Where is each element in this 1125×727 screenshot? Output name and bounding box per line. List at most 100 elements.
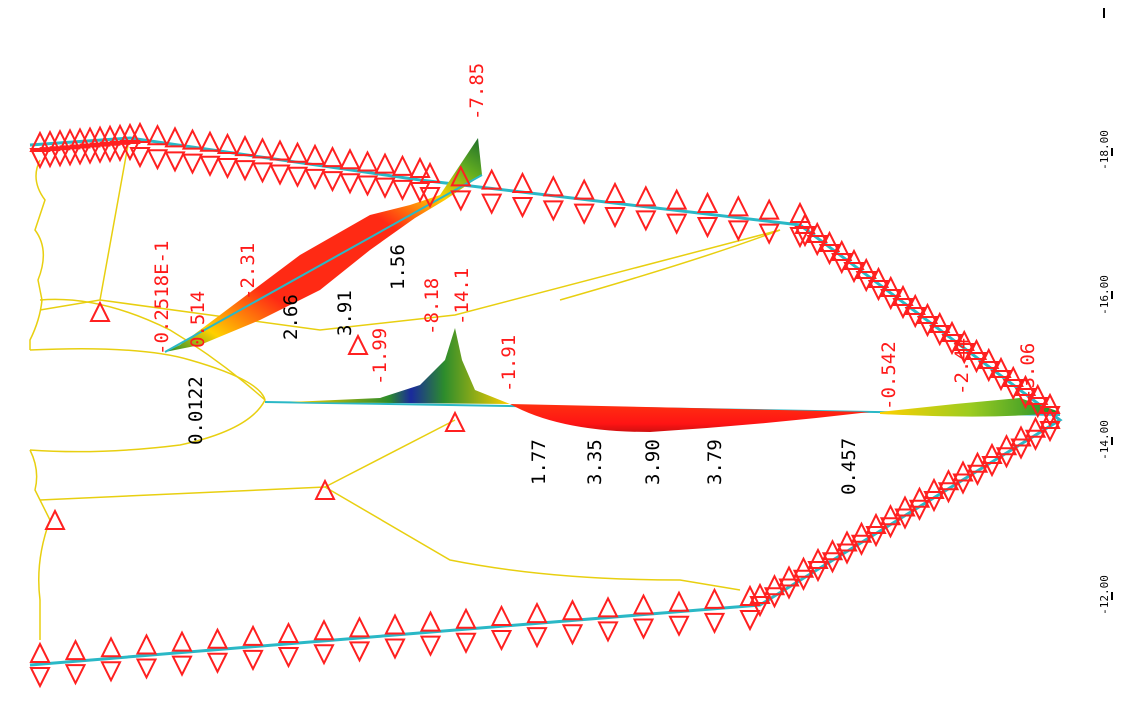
support-triangle bbox=[818, 230, 841, 252]
support-triangle bbox=[894, 508, 916, 530]
support-triangle bbox=[181, 128, 204, 150]
support-triangle bbox=[929, 311, 951, 333]
support-triangle bbox=[314, 478, 336, 500]
support-triangle bbox=[727, 220, 749, 242]
support-triangle bbox=[181, 153, 204, 175]
support-triangle bbox=[806, 221, 828, 243]
support-triangle bbox=[635, 210, 657, 232]
support-triangle bbox=[937, 469, 960, 491]
support-triangle bbox=[304, 143, 326, 165]
support-triangle bbox=[419, 187, 441, 209]
center-member bbox=[264, 328, 1061, 432]
support-triangle bbox=[892, 284, 914, 306]
support-triangle bbox=[384, 638, 406, 660]
support-triangle bbox=[666, 188, 688, 210]
support-triangle bbox=[923, 491, 945, 513]
support-triangle bbox=[1010, 438, 1032, 460]
support-triangle bbox=[1039, 407, 1061, 429]
support-triangle bbox=[807, 547, 829, 569]
support-triangle bbox=[526, 601, 548, 624]
support-triangle bbox=[836, 543, 858, 565]
support-triangle bbox=[632, 618, 655, 640]
moment-label: 0.457 bbox=[838, 438, 860, 495]
support-triangle bbox=[696, 217, 719, 239]
support-triangle bbox=[49, 146, 71, 168]
moment-label: -1.91 bbox=[498, 335, 520, 392]
support-triangle bbox=[251, 137, 274, 159]
support-triangle bbox=[29, 667, 51, 689]
support-triangle bbox=[216, 132, 239, 154]
support-triangle bbox=[758, 223, 780, 245]
support-triangle bbox=[199, 155, 221, 177]
support-triangle bbox=[865, 526, 887, 548]
support-triangle bbox=[164, 151, 186, 173]
support-triangle bbox=[234, 134, 256, 157]
support-triangle bbox=[1039, 421, 1061, 443]
support-triangle bbox=[374, 152, 396, 174]
support-triangle bbox=[481, 193, 503, 215]
support-triangle bbox=[146, 149, 169, 171]
axis-tick-label: -12.00 bbox=[1098, 575, 1111, 615]
support-triangle bbox=[990, 356, 1012, 378]
support-triangle bbox=[64, 664, 87, 686]
support-triangle bbox=[894, 495, 916, 517]
support-triangle bbox=[286, 141, 309, 163]
support-triangle bbox=[277, 647, 300, 669]
support-triangle bbox=[821, 552, 844, 574]
support-triangle bbox=[481, 168, 503, 190]
moment-label: -8.18 bbox=[421, 278, 443, 335]
support-triangle bbox=[843, 248, 865, 270]
support-triangle bbox=[879, 517, 902, 539]
support-triangle bbox=[668, 615, 690, 637]
support-triangle bbox=[450, 165, 472, 187]
support-triangle bbox=[455, 607, 477, 629]
support-triangle bbox=[100, 636, 122, 658]
moment-label: 1.77 bbox=[528, 439, 550, 485]
support-triangle bbox=[879, 504, 902, 526]
support-triangle bbox=[444, 410, 466, 432]
support-triangle bbox=[703, 612, 726, 635]
support-triangle bbox=[339, 148, 361, 170]
moment-label: -1.99 bbox=[369, 328, 391, 385]
support-triangle bbox=[937, 482, 960, 504]
support-triangle bbox=[542, 200, 564, 222]
axis-tick-label: -16.00 bbox=[1098, 275, 1111, 315]
support-symbols bbox=[29, 121, 1061, 689]
support-triangle bbox=[880, 275, 902, 297]
support-triangle bbox=[29, 148, 51, 170]
support-triangle bbox=[511, 171, 534, 193]
support-triangle bbox=[604, 207, 626, 229]
moment-label: -14.1 bbox=[451, 268, 473, 325]
support-triangle bbox=[347, 333, 369, 355]
support-triangle bbox=[64, 638, 87, 661]
support-triangle bbox=[952, 460, 974, 482]
support-triangle bbox=[850, 534, 873, 556]
support-triangle bbox=[995, 447, 1018, 469]
support-triangle bbox=[573, 203, 595, 225]
diagonal-labels: -0.2518E-1 0.514 -2.31 2.66 3.91 1.56 -7… bbox=[151, 63, 488, 445]
support-triangle bbox=[171, 655, 193, 677]
support-triangle bbox=[778, 578, 800, 600]
moment-label: 3.79 bbox=[704, 439, 726, 485]
support-triangle bbox=[129, 121, 151, 143]
support-triangle bbox=[635, 185, 657, 207]
support-triangle bbox=[923, 477, 945, 499]
axis-tick-label: -14.00 bbox=[1098, 420, 1111, 460]
support-triangle bbox=[269, 164, 291, 186]
moment-label: -0.2518E-1 bbox=[151, 241, 173, 355]
support-triangle bbox=[348, 616, 371, 638]
support-triangle bbox=[69, 144, 91, 166]
support-triangle bbox=[242, 649, 264, 672]
support-triangle bbox=[941, 320, 963, 342]
support-triangle bbox=[966, 451, 989, 473]
support-triangle bbox=[573, 178, 595, 200]
support-triangle bbox=[89, 300, 111, 322]
support-triangle bbox=[391, 154, 414, 176]
support-triangle bbox=[953, 329, 975, 351]
support-triangle bbox=[304, 168, 326, 191]
support-triangle bbox=[79, 143, 101, 165]
support-triangle bbox=[952, 473, 974, 495]
support-triangle bbox=[703, 587, 726, 609]
support-triangle bbox=[542, 175, 564, 197]
